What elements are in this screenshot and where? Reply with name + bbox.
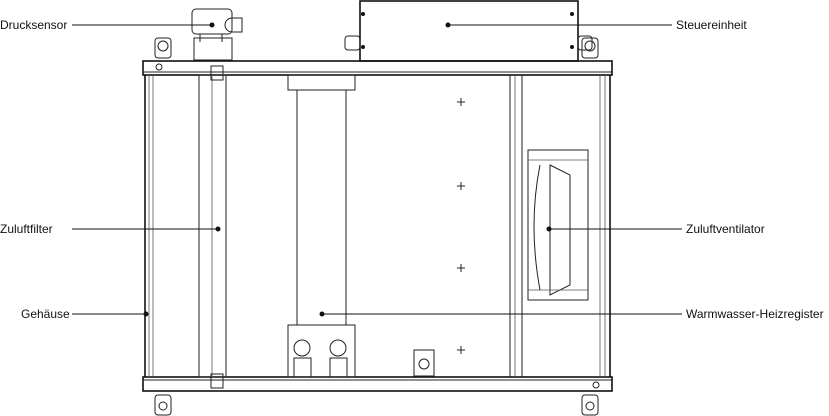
label-hot-water-heater: Warmwasser-Heizregister [686, 307, 824, 321]
mounting-feet [154, 37, 599, 416]
supply-filter [198, 65, 227, 389]
connector [413, 98, 465, 377]
label-supply-fan: Zuluftventilator [686, 222, 765, 236]
label-control-unit: Steuereinheit [676, 18, 747, 32]
control-unit [344, 0, 593, 62]
label-pressure-sensor: Drucksensor [0, 18, 67, 32]
leader-lines [72, 22, 682, 317]
supply-fan [509, 75, 589, 377]
housing [142, 60, 613, 392]
hot-water-heater [287, 74, 356, 378]
label-housing: Gehäuse [21, 307, 70, 321]
label-supply-filter: Zuluftfilter [0, 222, 53, 236]
pressure-sensor [191, 8, 243, 61]
